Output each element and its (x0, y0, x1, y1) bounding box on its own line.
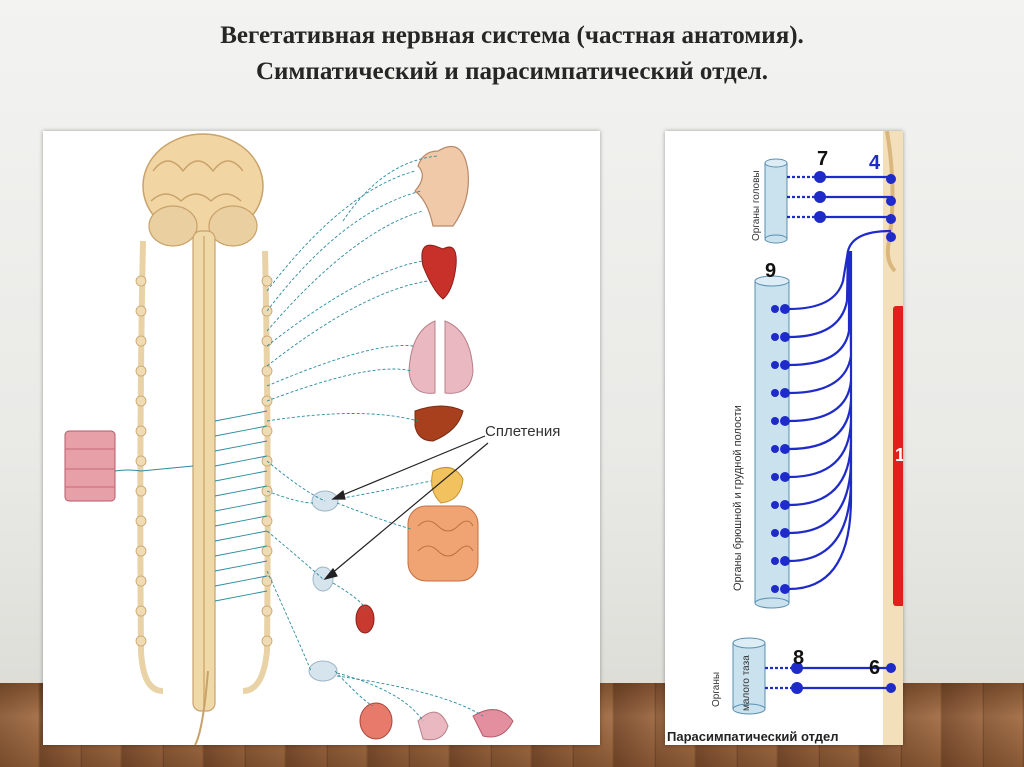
parasympathetic-svg: Органы головы 7 4 Органы брюшной и грудн… (667, 131, 903, 745)
label-partial-number: 1 (895, 445, 903, 465)
nerve-fibers (266, 155, 484, 722)
slide-title-line-1: Вегетативная нервная система (частная ан… (220, 22, 804, 49)
bladder-illustration (359, 702, 393, 740)
left-sympathetic-trunk (137, 240, 164, 694)
head-organs-cylinder (764, 158, 788, 244)
kidney-illustration (355, 604, 375, 634)
label-9: 9 (765, 260, 776, 282)
pelvic-label-line-2: малого таза (741, 655, 752, 711)
spinal-rami (140, 410, 268, 602)
spinal-column-strip (883, 131, 903, 745)
pelvic-ganglia-dots (791, 662, 896, 694)
skin-tissue-illustration (64, 430, 142, 502)
parasympathetic-caption: Парасимпатический отдел (667, 729, 839, 744)
pelvic-organs-cylinder (732, 637, 766, 715)
thoracoabdominal-ganglia-dots (771, 304, 790, 594)
slide-title-line-2: Симпатический и парасимпатический отдел. (255, 58, 769, 85)
red-bar (893, 306, 903, 606)
stomach-illustration (431, 466, 464, 504)
plexus-pointer-arrows (323, 435, 489, 581)
right-sympathetic-trunk (242, 250, 271, 694)
intestines-illustration (407, 505, 479, 582)
label-7: 7 (817, 148, 828, 170)
liver-illustration (414, 405, 464, 442)
slide-title: Вегетативная нервная система (частная ан… (0, 18, 1024, 90)
head-organs-label: Органы головы (751, 170, 762, 241)
head-ganglia-dots (814, 171, 896, 242)
head-illustration (414, 146, 470, 227)
plexus-label: Сплетения (485, 423, 560, 440)
reproductive-organs-illustration (417, 709, 514, 741)
ans-overview-svg: Сплетения (64, 133, 560, 745)
label-6: 6 (869, 657, 880, 679)
parasympathetic-schematic: Органы головы 7 4 Органы брюшной и грудн… (665, 131, 903, 745)
pelvic-label-line-1: Органы (711, 672, 722, 707)
heart-illustration (421, 244, 457, 300)
label-4: 4 (869, 152, 881, 174)
thoracoabdominal-connections (788, 229, 892, 591)
head-connections (787, 175, 893, 219)
thoracoabdominal-label: Органы брюшной и грудной полости (732, 405, 744, 591)
spinal-cord (192, 230, 216, 745)
brain-illustration (142, 133, 264, 247)
lungs-illustration (408, 320, 474, 394)
ans-overview-diagram: Сплетения (43, 131, 600, 745)
label-8: 8 (793, 647, 804, 669)
plexus-ganglia (308, 490, 339, 682)
